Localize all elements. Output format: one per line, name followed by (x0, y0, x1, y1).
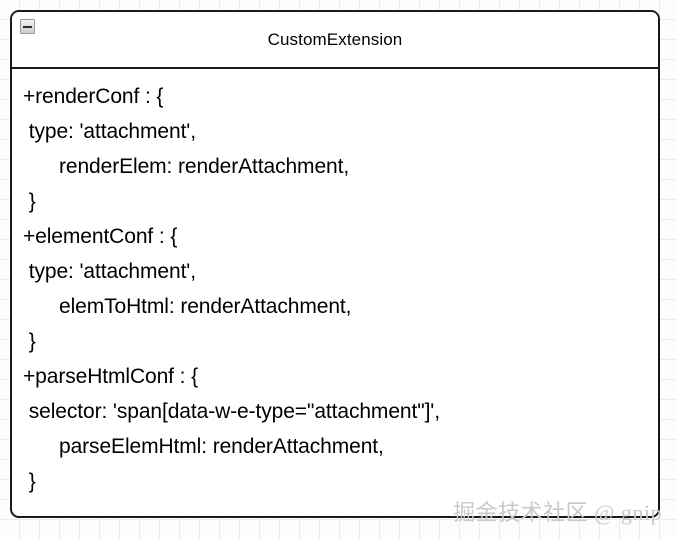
attribute-line: +elementConf : { (23, 225, 178, 248)
class-header: CustomExtension (12, 12, 658, 69)
attribute-line: renderElem: renderAttachment, (59, 155, 350, 178)
attribute-line: parseElemHtml: renderAttachment, (59, 435, 384, 458)
attribute-line: } (23, 330, 36, 353)
attribute-line: +renderConf : { (23, 85, 164, 108)
attribute-line: +parseHtmlConf : { (23, 365, 199, 388)
class-attributes-compartment: +renderConf : { type: 'attachment', rend… (12, 69, 658, 499)
attribute-line: type: 'attachment', (23, 120, 196, 143)
collapse-toggle-icon[interactable] (20, 19, 35, 34)
attribute-line: } (23, 470, 36, 493)
uml-class-box[interactable]: CustomExtension +renderConf : { type: 'a… (10, 10, 660, 518)
class-name-label: CustomExtension (267, 29, 403, 49)
attribute-line: elemToHtml: renderAttachment, (59, 295, 352, 318)
minus-icon (23, 25, 32, 28)
attribute-line: type: 'attachment', (23, 260, 196, 283)
attribute-line: } (23, 190, 36, 213)
attribute-line: selector: 'span[data-w-e-type="attachmen… (23, 400, 440, 423)
